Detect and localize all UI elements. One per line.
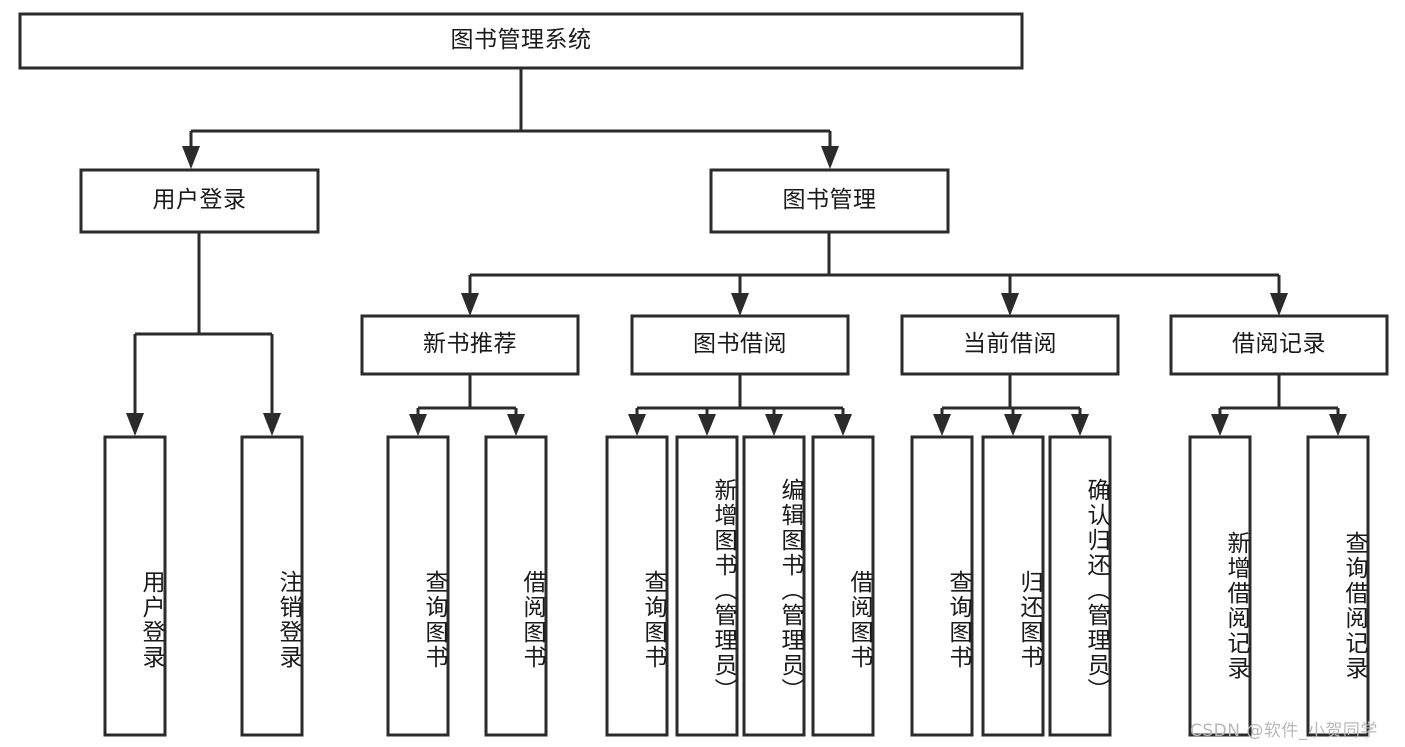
leaf-add-book-box[interactable] xyxy=(675,435,739,737)
node-borrow-record-box[interactable] xyxy=(1169,314,1389,376)
leaf-query-book-2-box[interactable] xyxy=(605,435,669,737)
leaf-borrow-book-2-box[interactable] xyxy=(811,435,875,737)
node-book-management-box[interactable] xyxy=(709,168,950,234)
leaf-query-book-3-box[interactable] xyxy=(910,435,974,737)
connector-root-to-level2 xyxy=(182,68,839,169)
connector-user-login-to-leaves xyxy=(126,232,281,436)
leaf-edit-book-box[interactable] xyxy=(742,435,806,737)
leaf-add-record-box[interactable] xyxy=(1188,435,1252,737)
leaf-logout-login-box[interactable] xyxy=(240,435,304,737)
connector-current-borrow-to-leaves xyxy=(933,374,1089,436)
node-book-borrow-box[interactable] xyxy=(630,314,850,376)
leaf-query-record-box[interactable] xyxy=(1306,435,1370,737)
node-root-box[interactable] xyxy=(18,12,1024,70)
node-user-login-box[interactable] xyxy=(79,168,320,234)
leaf-user-login-box[interactable] xyxy=(103,435,167,737)
leaf-query-book-1-box[interactable] xyxy=(386,435,450,737)
node-new-book-recommend-box[interactable] xyxy=(360,314,580,376)
csdn-watermark: CSDN @软件_小贺同学 xyxy=(1190,721,1378,741)
connector-borrow-record-to-leaves xyxy=(1211,374,1347,436)
leaf-confirm-return-box[interactable] xyxy=(1048,435,1112,737)
connector-book-borrow-to-leaves xyxy=(628,374,852,436)
connector-new-book-recommend-to-leaves xyxy=(409,374,525,436)
leaf-borrow-book-1-box[interactable] xyxy=(484,435,548,737)
node-current-borrow-box[interactable] xyxy=(900,314,1120,376)
leaf-return-book-box[interactable] xyxy=(981,435,1045,737)
connector-book-management-to-level3 xyxy=(461,232,1288,316)
